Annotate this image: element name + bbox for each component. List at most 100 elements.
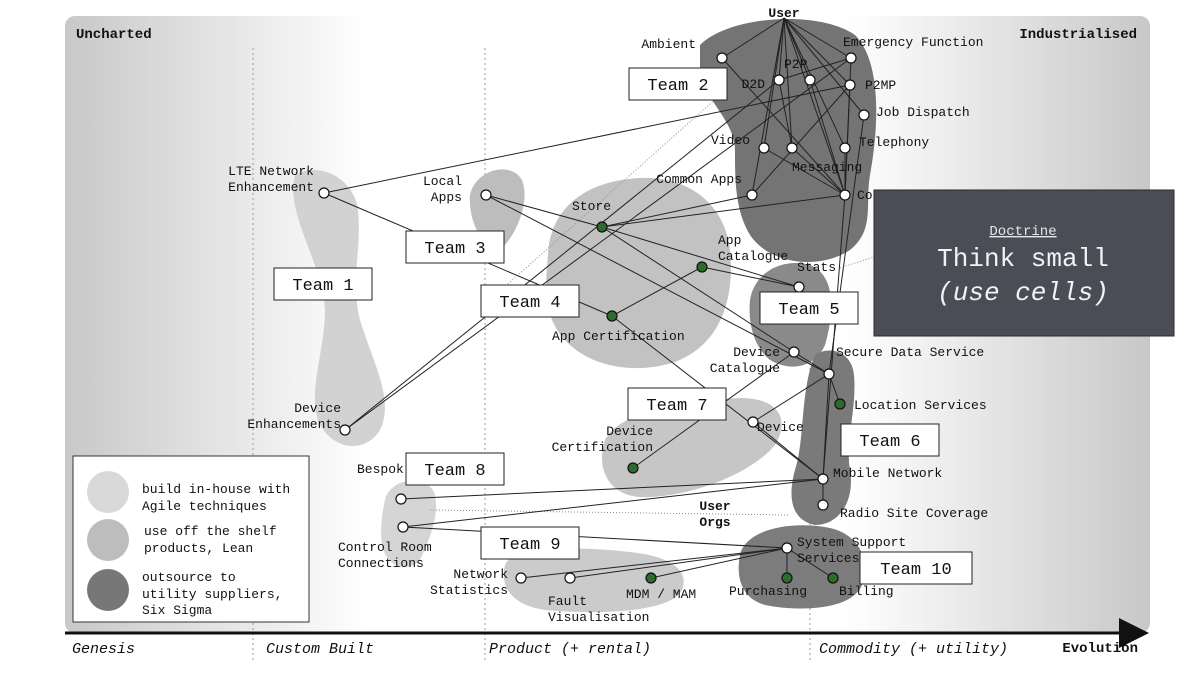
- label-jobdispatch: Job Dispatch: [876, 105, 970, 120]
- label-device: Device: [757, 420, 804, 435]
- node-controlroom[interactable]: [397, 521, 409, 533]
- label-billing: Billing: [839, 584, 894, 599]
- team-box-7: Team 7: [627, 387, 727, 421]
- link-messaging-core: [791, 147, 846, 196]
- node-d2d[interactable]: [773, 74, 785, 86]
- doctrine-title: Doctrine: [989, 224, 1056, 240]
- team-label-5: Team 5: [778, 301, 839, 320]
- node-purchasing[interactable]: [781, 572, 793, 584]
- link-user-d2d: [778, 17, 785, 81]
- node-localapps[interactable]: [480, 189, 492, 201]
- node-devcatalogue[interactable]: [788, 346, 800, 358]
- link-syssupport-billing: [786, 547, 834, 579]
- node-core[interactable]: [839, 189, 851, 201]
- node-lte[interactable]: [318, 187, 330, 199]
- node-appcert[interactable]: [606, 310, 618, 322]
- legend-swatch-lean: [87, 519, 129, 561]
- link-core-mobilenet: [822, 194, 846, 480]
- node-mdm[interactable]: [645, 572, 657, 584]
- node-jobdispatch[interactable]: [858, 109, 870, 121]
- cell-team7: [602, 398, 782, 498]
- stage-commodity: Commodity (+ utility): [819, 641, 1008, 658]
- node-emergency[interactable]: [845, 52, 857, 64]
- node-devenh[interactable]: [339, 424, 351, 436]
- link-video-core: [763, 147, 846, 196]
- link-lte-p2mp: [323, 84, 851, 194]
- label-p2p: P2P: [784, 57, 808, 72]
- team-label-4: Team 4: [499, 294, 560, 313]
- label-purchasing: Purchasing: [729, 584, 807, 599]
- node-messaging[interactable]: [786, 142, 798, 154]
- corner-industrialised: Industrialised: [1019, 27, 1137, 43]
- team-box-8: Team 8: [405, 452, 505, 486]
- team-label-8: Team 8: [424, 462, 485, 481]
- stage-genesis: Genesis: [72, 641, 135, 658]
- team-label-2: Team 2: [647, 77, 708, 96]
- label-user: User: [768, 6, 799, 21]
- link-d2d-messaging: [778, 79, 793, 149]
- corner-uncharted: Uncharted: [76, 27, 152, 43]
- stage-custom-built: Custom Built: [266, 641, 374, 658]
- link-controlroom-syssupport: [402, 526, 788, 549]
- node-device[interactable]: [747, 416, 759, 428]
- label-securedata: Secure Data Service: [836, 345, 984, 360]
- link-p2p-core: [809, 79, 846, 196]
- team-box-10: Team 10: [859, 551, 973, 585]
- node-billing[interactable]: [827, 572, 839, 584]
- link-devcatalogue-securedata: [793, 351, 830, 375]
- team-label-7: Team 7: [646, 397, 707, 416]
- node-mobilenet[interactable]: [817, 473, 829, 485]
- cell-user-core: [700, 18, 877, 263]
- node-netstats[interactable]: [515, 572, 527, 584]
- team-box-9: Team 9: [480, 526, 580, 560]
- node-devcert[interactable]: [627, 462, 639, 474]
- node-location[interactable]: [834, 398, 846, 410]
- team-label-6: Team 6: [859, 433, 920, 452]
- cell-team8: [381, 480, 437, 568]
- link-user-p2mp: [783, 17, 851, 86]
- label-appcert: App Certification: [552, 329, 685, 344]
- cell-team6: [791, 350, 855, 525]
- dotted-links: [429, 94, 881, 516]
- team-box-4: Team 4: [480, 284, 580, 318]
- link-localapps-securedata: [485, 194, 830, 375]
- cell-team10: [738, 525, 865, 609]
- node-bespoke[interactable]: [395, 493, 407, 505]
- node-store[interactable]: [596, 221, 608, 233]
- team-boxes: Team 1 Team 2 Team 3 Team 4 Team 5 Team 6 Team…: [273, 67, 973, 585]
- node-radiosite[interactable]: [817, 499, 829, 511]
- node-telephony[interactable]: [839, 142, 851, 154]
- team-box-3: Team 3: [405, 230, 505, 264]
- link-syssupport-netstats: [520, 547, 788, 579]
- team-label-3: Team 3: [424, 240, 485, 259]
- node-stats[interactable]: [793, 281, 805, 293]
- label-emergency: Emergency Function: [843, 35, 983, 50]
- node-p2mp[interactable]: [844, 79, 856, 91]
- node-p2p[interactable]: [804, 74, 816, 86]
- label-store: Store: [572, 199, 611, 214]
- team-box-5: Team 5: [759, 291, 859, 325]
- label-video: Video: [711, 133, 750, 148]
- node-video[interactable]: [758, 142, 770, 154]
- link-bespoke-mobilenet: [400, 478, 824, 500]
- node-ambient[interactable]: [716, 52, 728, 64]
- node-appcatalogue[interactable]: [696, 261, 708, 273]
- node-commonapps[interactable]: [746, 189, 758, 201]
- label-location: Location Services: [854, 398, 987, 413]
- link-syssupport-mdm: [650, 547, 788, 579]
- link-localapps-store: [485, 194, 603, 228]
- team-label-1: Team 1: [292, 277, 353, 296]
- label-core: Co: [857, 188, 873, 203]
- node-syssupport[interactable]: [781, 542, 793, 554]
- legend-text-lean: use off the shelf products, Lean: [144, 524, 284, 556]
- axis-label-evolution: Evolution: [1062, 641, 1138, 657]
- doctrine-panel: Doctrine Think small (use cells): [873, 189, 1175, 337]
- node-faultvis[interactable]: [564, 572, 576, 584]
- node-securedata[interactable]: [823, 368, 835, 380]
- link-store-stats: [601, 226, 800, 288]
